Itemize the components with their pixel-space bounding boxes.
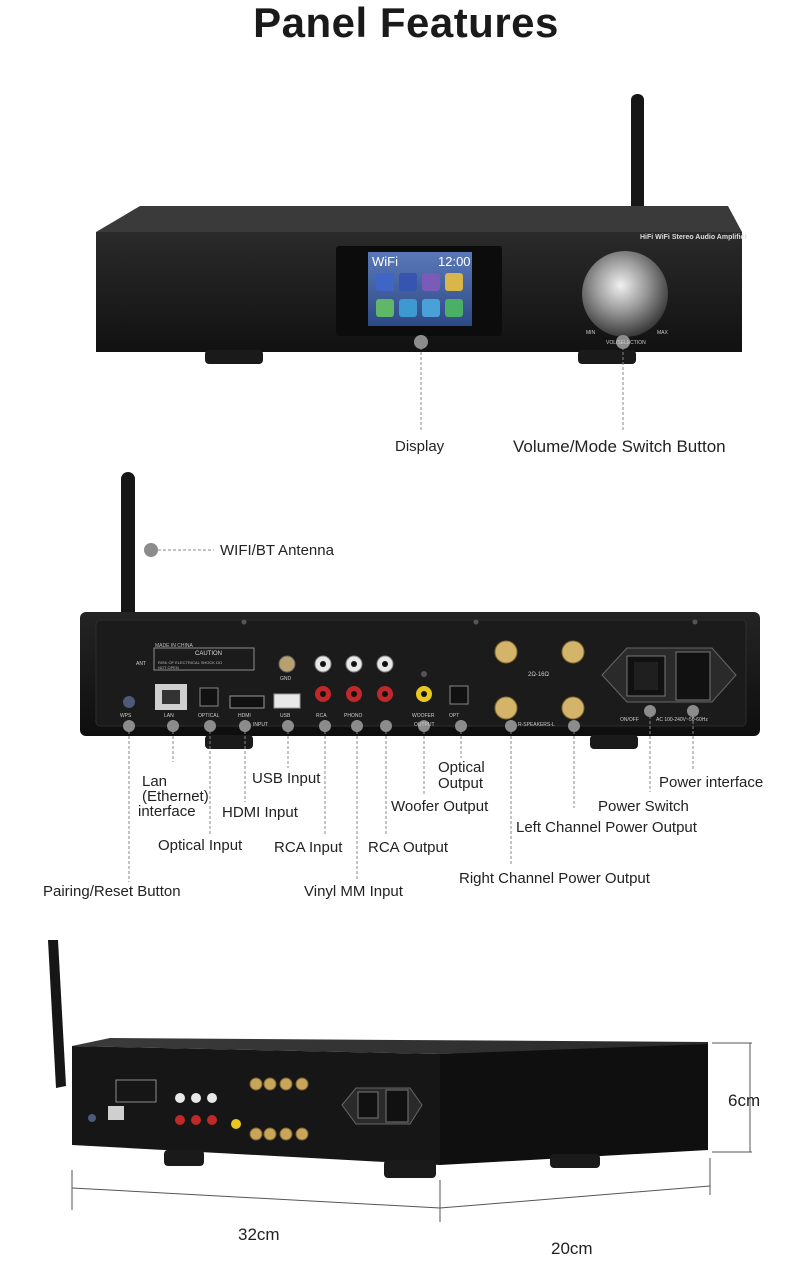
label-woofer: Woofer Output — [391, 798, 489, 815]
volume-knob — [582, 251, 668, 337]
rear-antenna-icon — [121, 472, 135, 658]
dim-antenna-icon — [48, 940, 66, 1088]
label-pairing: Pairing/Reset Button — [43, 883, 181, 900]
knob-caption: VOL/SELECTION — [606, 340, 646, 346]
usb-text: USB — [280, 713, 291, 719]
front-amplifier-image — [96, 94, 742, 430]
ant-text: ANT — [136, 661, 146, 667]
label-rca-input: RCA Input — [274, 839, 343, 856]
opt-text: OPT — [449, 713, 460, 719]
screen-title: WiFi — [372, 254, 398, 269]
caution-text: CAUTION — [195, 651, 222, 657]
made-in-text: MADE IN CHINA — [155, 643, 193, 649]
rca-text: RCA — [316, 713, 327, 719]
output-text: OUTPUT — [414, 722, 435, 728]
page-title: Panel Features — [253, 0, 559, 46]
label-vinyl: Vinyl MM Input — [304, 883, 403, 900]
antenna-icon — [631, 94, 644, 216]
label-antenna: WIFI/BT Antenna — [220, 542, 334, 559]
lan-text: LAN — [164, 713, 174, 719]
knob-max: MAX — [657, 330, 668, 336]
gnd-text: GND — [280, 676, 292, 682]
knob-min: MIN — [586, 330, 596, 336]
onoff-text: ON/OFF — [620, 717, 639, 723]
label-lan: Lan (Ethernet) interface — [138, 773, 209, 820]
woofer-text: WOOFER — [412, 713, 435, 719]
label-usb: USB Input — [252, 770, 321, 787]
ac-text: AC 100-240V~50-60Hz — [656, 717, 708, 723]
hdmi-text: HDMI — [238, 713, 251, 719]
label-optical-output: Optical Output — [438, 759, 485, 792]
label-volume: Volume/Mode Switch Button — [513, 437, 726, 456]
label-width: 32cm — [238, 1225, 280, 1244]
label-power-switch: Power Switch — [598, 798, 689, 815]
label-right-channel: Right Channel Power Output — [459, 870, 650, 887]
wps-text: WPS — [120, 713, 132, 719]
rear-amplifier-image — [80, 472, 760, 882]
phono-text: PHONO — [344, 713, 363, 719]
speakers-text: R-SPEAKERS-L — [518, 722, 555, 728]
input-text: INPUT — [253, 722, 268, 728]
label-power-interface: Power interface — [659, 774, 764, 791]
ohm-text: 2Ω-16Ω — [528, 672, 549, 678]
brand-text: HiFi WiFi Stereo Audio Amplifier — [640, 234, 748, 241]
label-rca-output: RCA Output — [368, 839, 449, 856]
label-optical-input: Optical Input — [158, 837, 243, 854]
optical-text: OPTICAL — [198, 713, 220, 719]
label-hdmi: HDMI Input — [222, 804, 298, 821]
label-display: Display — [395, 438, 445, 455]
label-left-channel: Left Channel Power Output — [516, 819, 697, 836]
caution-sub-text: RISK OF ELECTRICAL SHOCK DO NOT OPEN — [158, 660, 223, 670]
label-depth: 20cm — [551, 1239, 593, 1258]
label-height: 6cm — [728, 1091, 761, 1110]
screen-time: 12:00 — [438, 254, 471, 269]
